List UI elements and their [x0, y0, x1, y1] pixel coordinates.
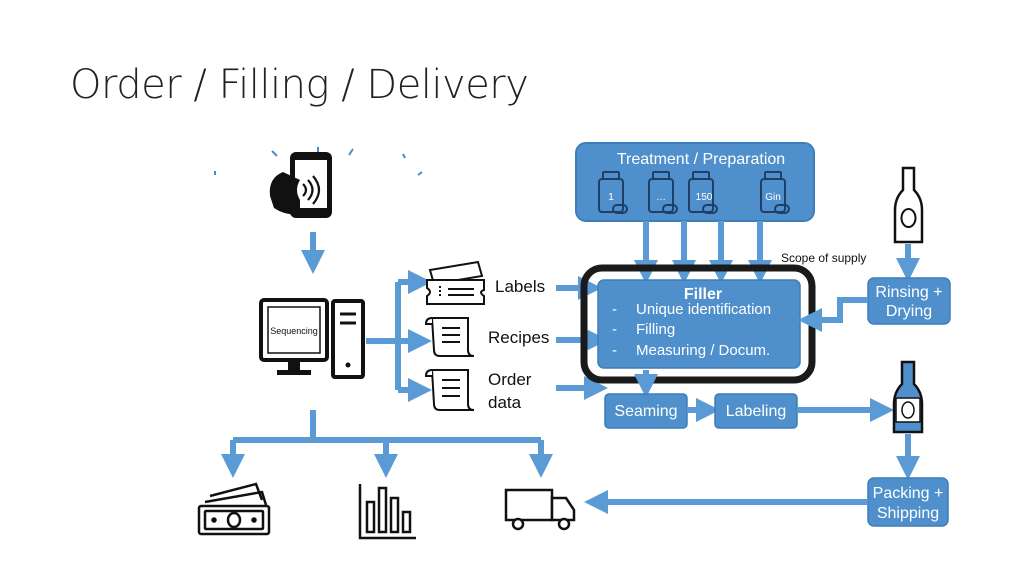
filler-item-measuring: Measuring / Docum.	[636, 342, 770, 359]
arrows-treatment-to-filler	[634, 221, 772, 284]
labeled-bottle-icon	[892, 360, 924, 434]
order-data-label-line2: data	[488, 393, 522, 412]
filler-bullet: -	[612, 342, 617, 359]
filler-bullet: -	[612, 301, 617, 318]
rinsing-line2: Drying	[886, 303, 932, 320]
jar-icon	[688, 171, 718, 214]
filler-bullet: -	[612, 321, 617, 338]
order-data-label-line1: Order	[488, 370, 532, 389]
money-icon	[197, 482, 271, 536]
jar-icon	[760, 171, 790, 214]
jar-1-label: 1	[608, 192, 614, 203]
label-ticket-icon	[426, 260, 485, 305]
labeling-label: Labeling	[726, 403, 787, 420]
jar-icon	[648, 171, 678, 214]
jar-icon	[598, 171, 628, 214]
rinsing-line1: Rinsing +	[875, 284, 942, 301]
treatment-title: Treatment / Preparation	[617, 151, 785, 168]
labels-label: Labels	[495, 277, 545, 296]
jar-2-label: …	[656, 192, 666, 203]
treatment-preparation-box	[575, 142, 815, 222]
smartphone-icon	[214, 147, 423, 218]
page-title: Order / Filling / Delivery	[70, 62, 529, 108]
jar-3-label: 150	[696, 192, 713, 203]
branch-arrows-bottom	[221, 410, 553, 478]
arrow-rinsing-to-filler	[798, 297, 868, 332]
computer-icon	[259, 298, 365, 379]
recipe-scroll-icon	[424, 317, 475, 357]
packing-line1: Packing +	[873, 485, 944, 502]
sequencing-label: Sequencing	[270, 326, 318, 336]
filler-item-identification: Unique identification	[636, 301, 771, 318]
packing-line2: Shipping	[877, 505, 939, 522]
filler-title: Filler	[684, 286, 722, 303]
branch-arrows-outputs	[366, 270, 432, 402]
delivery-truck-icon	[504, 488, 576, 531]
bottle-icon	[893, 166, 924, 244]
scope-of-supply-label: Scope of supply	[781, 251, 866, 265]
bar-chart-icon	[358, 484, 416, 540]
seaming-label: Seaming	[614, 403, 677, 420]
filler-item-filling: Filling	[636, 321, 675, 338]
recipes-label: Recipes	[488, 328, 549, 347]
jar-4-label: Gin	[765, 192, 781, 203]
order-scroll-icon	[424, 369, 475, 411]
